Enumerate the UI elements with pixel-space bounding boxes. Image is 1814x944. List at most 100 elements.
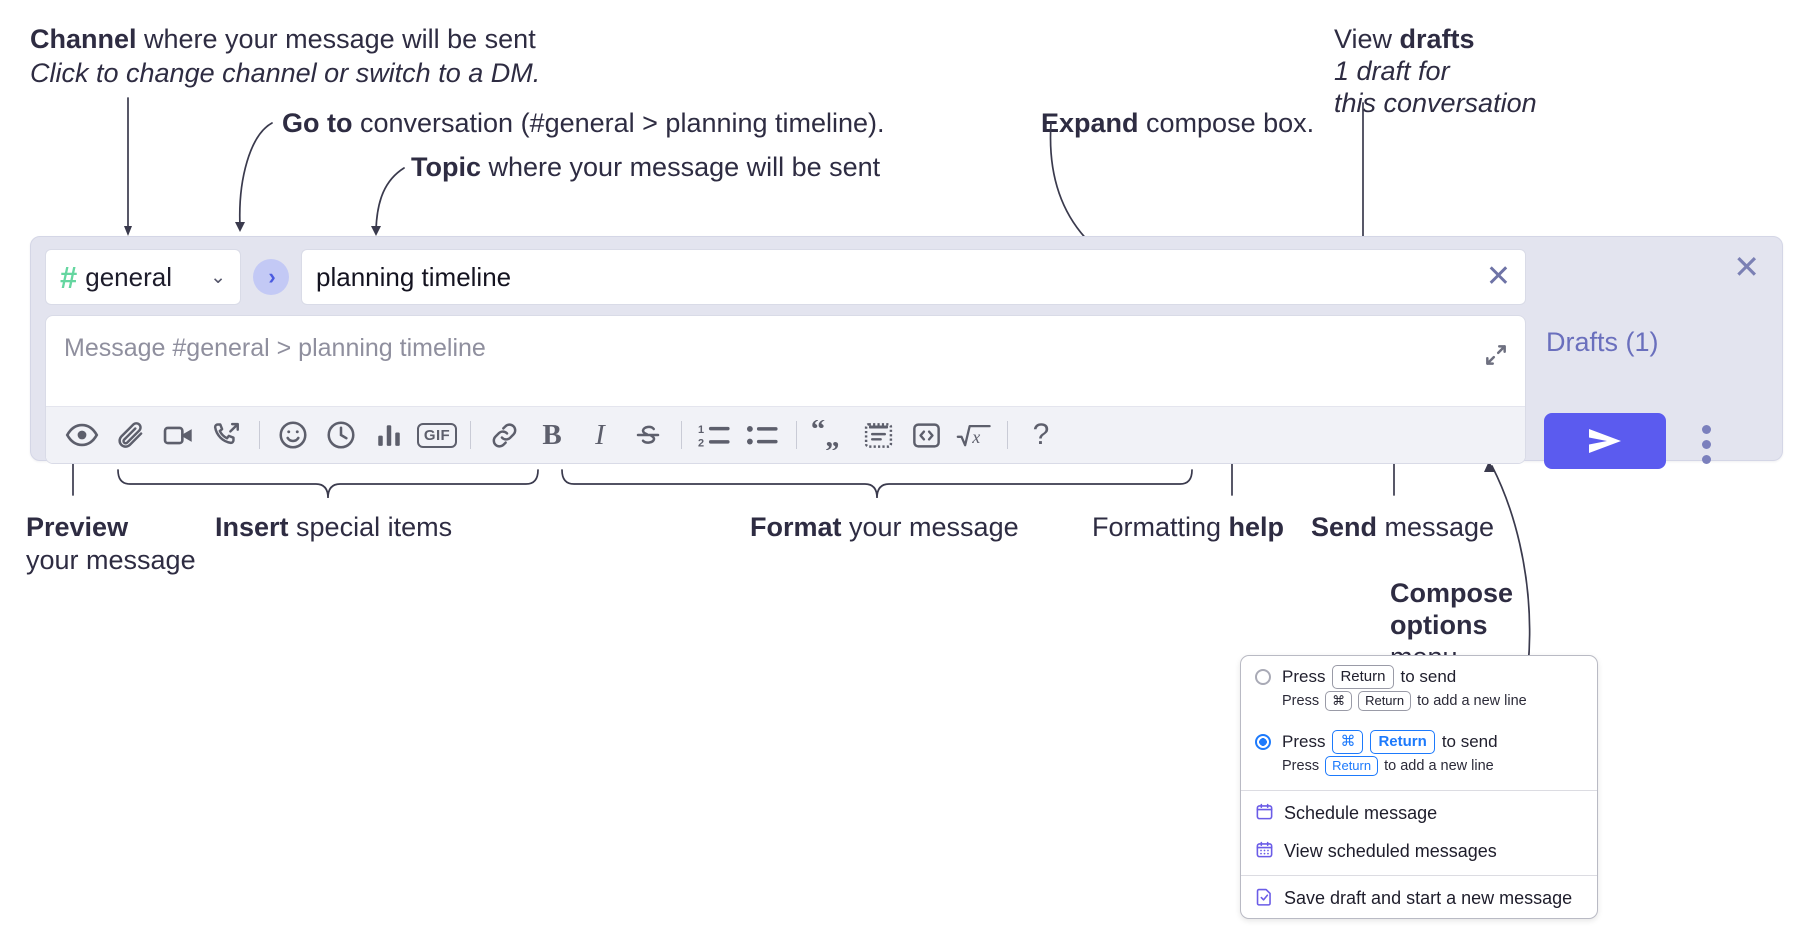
audio-call-icon[interactable] <box>202 413 250 457</box>
drafts-link[interactable]: Drafts (1) <box>1546 327 1659 357</box>
topic-value: planning timeline <box>316 261 512 292</box>
chevron-down-icon: ⌄ <box>210 266 226 288</box>
poll-icon[interactable] <box>365 413 413 457</box>
menu-option-cmd-return-sub-pre: Press <box>1282 757 1320 774</box>
key-return: Return <box>1370 729 1435 755</box>
annotation-topic-bold: Topic <box>411 152 481 182</box>
channel-selector[interactable]: # general ⌄ <box>45 249 241 305</box>
calendar-grid-icon <box>1255 840 1274 864</box>
radio-return[interactable] <box>1255 669 1271 686</box>
gif-label: GIF <box>416 422 458 448</box>
key-return: Return <box>1325 756 1379 776</box>
kebab-dot <box>1702 455 1711 464</box>
annotation-preview-bold: Preview <box>26 512 129 542</box>
annotation-drafts-italic2: this conversation <box>1334 88 1537 118</box>
svg-text:“: “ <box>812 420 825 446</box>
annotation-goto: Go to conversation (#general > planning … <box>282 106 885 140</box>
toolbar-divider <box>470 421 471 449</box>
menu-option-return[interactable]: Press Return to send <box>1241 656 1597 691</box>
bold-icon[interactable]: B <box>528 413 576 457</box>
gif-icon[interactable]: GIF <box>413 413 461 457</box>
menu-option-return-sub: Press ⌘ Return to add a new line <box>1241 691 1597 721</box>
menu-option-return-pre: Press <box>1282 667 1326 687</box>
annotation-channel-sub: Click to change channel or switch to a D… <box>30 56 540 90</box>
annotation-compose-options-1: Compose <box>1390 576 1513 610</box>
annotation-preview: Preview <box>26 510 128 544</box>
math-icon[interactable]: x <box>950 413 998 457</box>
menu-option-return-sub-post: to add a new line <box>1417 693 1527 710</box>
message-input[interactable]: Message #general > planning timeline <box>46 316 1525 406</box>
key-return: Return <box>1358 691 1412 711</box>
toolbar-divider <box>796 421 797 449</box>
annotation-channel-bold: Channel <box>30 24 137 54</box>
menu-option-cmd-return-sub-post: to add a new line <box>1384 757 1494 774</box>
attachment-icon[interactable] <box>106 413 154 457</box>
annotation-goto-rest: conversation (#general > planning timeli… <box>352 108 885 138</box>
annotation-insert-bold: Insert <box>215 512 289 542</box>
hash-icon: # <box>60 259 77 295</box>
blockquote-icon[interactable]: “ „ <box>806 413 854 457</box>
toolbar-divider <box>259 421 260 449</box>
annotation-goto-bold: Go to <box>282 108 353 138</box>
message-box: Message #general > planning timeline <box>45 315 1526 464</box>
annotation-channel-italic: Click to change channel or switch to a D… <box>30 58 541 88</box>
annotation-preview-line2: your message <box>26 543 196 577</box>
close-icon[interactable]: ✕ <box>1485 260 1511 293</box>
preview-icon[interactable] <box>58 413 106 457</box>
ordered-list-icon[interactable]: 1 2 <box>691 413 739 457</box>
menu-option-cmd-return-post: to send <box>1441 731 1498 751</box>
goto-conversation-button[interactable]: › <box>253 259 289 295</box>
compose-box: # general ⌄ › planning timeline ✕ Messag… <box>30 236 1783 469</box>
close-icon[interactable]: ✕ <box>1733 249 1760 285</box>
menu-option-cmd-return-pre: Press <box>1282 731 1326 751</box>
help-icon[interactable]: ? <box>1017 413 1065 457</box>
menu-item-view-scheduled-messages[interactable]: View scheduled messages <box>1241 833 1597 871</box>
compose-options-menu: Press Return to send Press ⌘ Return to a… <box>1240 655 1598 919</box>
annotation-expand: Expand compose box. <box>1041 106 1314 140</box>
menu-divider <box>1241 789 1597 791</box>
key-return: Return <box>1332 665 1394 690</box>
formatting-toolbar: GIF B I <box>46 406 1525 463</box>
annotation-format-rest: your message <box>841 512 1019 542</box>
annotation-help-bold: help <box>1228 512 1285 542</box>
menu-item-save-draft[interactable]: Save draft and start a new message <box>1241 880 1597 918</box>
menu-item-schedule-message[interactable]: Schedule message <box>1241 795 1597 833</box>
annotation-help-pre: Formatting <box>1092 512 1229 542</box>
menu-option-return-sub-pre: Press <box>1282 693 1320 710</box>
key-command: ⌘ <box>1332 729 1364 755</box>
annotation-drafts-pre: View <box>1334 24 1400 54</box>
annotation-drafts-sub2: this conversation <box>1334 86 1537 120</box>
kebab-dot <box>1702 440 1711 449</box>
menu-item-label: View scheduled messages <box>1284 841 1497 862</box>
message-placeholder: Message #general > planning timeline <box>64 334 486 362</box>
bulleted-list-icon[interactable] <box>739 413 787 457</box>
svg-text:1: 1 <box>698 424 704 436</box>
toolbar-divider <box>1007 421 1008 449</box>
strikethrough-icon[interactable] <box>624 413 672 457</box>
annotation-preview-rest: your message <box>26 545 196 575</box>
menu-option-return-post: to send <box>1400 667 1457 687</box>
annotation-format-bold: Format <box>750 512 842 542</box>
code-block-icon[interactable] <box>854 413 902 457</box>
video-icon[interactable] <box>154 413 202 457</box>
menu-item-label: Schedule message <box>1284 803 1438 824</box>
link-icon[interactable] <box>480 413 528 457</box>
radio-cmd-return[interactable] <box>1255 733 1271 750</box>
chevron-right-icon: › <box>268 264 276 289</box>
compose-options-button[interactable] <box>1702 425 1711 464</box>
kebab-dot <box>1702 425 1711 434</box>
calendar-icon <box>1255 802 1274 826</box>
compose-main: # general ⌄ › planning timeline ✕ Messag… <box>45 249 1526 464</box>
toolbar-divider <box>681 421 682 449</box>
send-icon <box>1589 429 1621 453</box>
expand-icon[interactable] <box>1483 342 1509 373</box>
save-draft-icon <box>1255 887 1274 911</box>
annotation-format: Format your message <box>750 510 1019 544</box>
clock-icon[interactable] <box>317 413 365 457</box>
menu-option-cmd-return[interactable]: Press ⌘ Return to send <box>1241 721 1597 756</box>
send-button[interactable] <box>1544 413 1666 469</box>
emoji-icon[interactable] <box>269 413 317 457</box>
topic-field[interactable]: planning timeline ✕ <box>301 249 1526 305</box>
italic-icon[interactable]: I <box>576 413 624 457</box>
code-icon[interactable] <box>902 413 950 457</box>
